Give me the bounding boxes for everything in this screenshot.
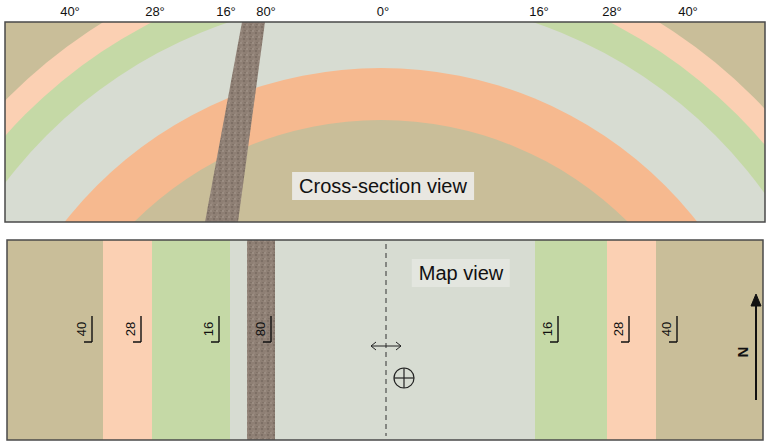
dip-angle: 16° [216, 5, 236, 19]
peach-layer [5, 22, 765, 222]
dip-angle: 80° [256, 5, 276, 19]
map-band [607, 240, 656, 440]
orange-layer [5, 68, 765, 222]
dip-angle: 40° [60, 5, 80, 19]
view-title: Map view [412, 259, 510, 287]
north-label: N [735, 347, 752, 358]
north-arrow [751, 294, 761, 400]
dip-value: 16 [541, 322, 555, 336]
anticline-arrows [371, 342, 401, 350]
dip-angle: 28° [602, 5, 622, 19]
map-band [230, 240, 247, 440]
map-frame [7, 240, 763, 440]
dip-value: 80 [254, 322, 268, 336]
strike-dip-symbols [84, 316, 677, 342]
dip-angle: 28° [145, 5, 165, 19]
dip-value: 28 [124, 322, 138, 336]
dike [205, 22, 265, 222]
dip-angle: 16° [529, 5, 549, 19]
green-layer [5, 22, 765, 222]
map-band [535, 240, 607, 440]
map-band [103, 240, 152, 440]
dip-value: 40 [75, 322, 89, 336]
map-dike [247, 240, 275, 440]
fold-axis [386, 244, 387, 436]
grey-layer [5, 22, 765, 222]
map-band [152, 240, 230, 440]
dip-value: 16 [202, 322, 216, 336]
horizontal-bedding-symbol [394, 368, 414, 388]
dip-angle: 40° [678, 5, 698, 19]
dip-value: 28 [612, 322, 626, 336]
map-band [275, 240, 535, 440]
map-band [656, 240, 763, 440]
view-title: Cross-section view [292, 172, 474, 200]
dip-angle: 0° [377, 5, 389, 19]
core-strata [31, 120, 731, 222]
map-band [7, 240, 103, 440]
section-frame [5, 22, 765, 222]
dip-value: 40 [660, 322, 674, 336]
